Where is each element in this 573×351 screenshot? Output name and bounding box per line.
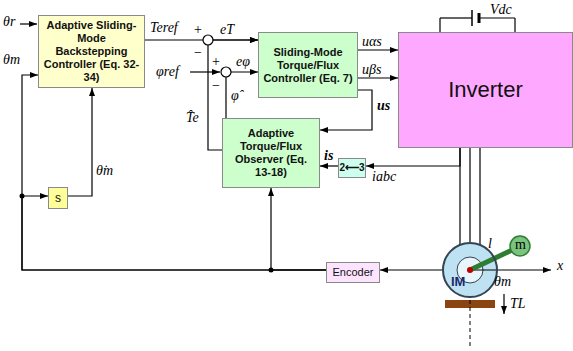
node-text: IM (451, 274, 465, 289)
summing-junction (221, 67, 231, 77)
node-text: Adaptive Torque/Flux Observer (Eq. 13-18… (226, 127, 316, 179)
signal-label: φref (156, 64, 179, 80)
sign-label: − (194, 45, 202, 61)
signal-label: θm (494, 274, 511, 290)
dc-wire (514, 18, 515, 32)
dc-wire (439, 18, 440, 32)
node-text: Inverter (448, 77, 523, 103)
signal-connector (366, 148, 460, 166)
node-text: 2⟵3 (339, 162, 364, 174)
signal-label: Teref (150, 20, 178, 36)
signal-label: is (324, 148, 333, 164)
derivative-box: s (48, 187, 68, 209)
motor-shaft (467, 267, 473, 273)
signal-label: l (488, 236, 492, 252)
battery-plate (478, 13, 481, 23)
dc-wire (440, 17, 472, 18)
signal-label: us (377, 98, 390, 114)
sign-label: + (212, 54, 220, 70)
transform-box: 2⟵3 (338, 158, 366, 178)
signal-connector (358, 49, 398, 50)
signal-connector (380, 269, 442, 270)
load-torque-arrow (503, 294, 504, 314)
battery-plate (471, 10, 473, 26)
controller-box: Sliding-Mode Torque/Flux Controller (Eq.… (258, 32, 358, 98)
signal-connector (22, 75, 326, 270)
signal-label: θ̇m (96, 163, 113, 179)
x-axis-arrow (470, 270, 551, 271)
sign-label: − (212, 78, 220, 94)
phase-wire (479, 148, 480, 244)
controller-box: Adaptive Sliding-Mode Backstepping Contr… (38, 15, 145, 88)
node-text: Sliding-Mode Torque/Flux Controller (Eq.… (262, 46, 354, 85)
pendulum-mass (510, 236, 530, 256)
signal-connector (226, 72, 258, 118)
signal-connector (320, 165, 338, 166)
observer-box: Adaptive Torque/Flux Observer (Eq. 13-18… (222, 118, 320, 188)
branch-dot (269, 268, 274, 273)
node-text: Adaptive Sliding-Mode Backstepping Contr… (42, 19, 141, 84)
signal-label: iabc (372, 169, 396, 185)
sign-label: + (194, 22, 202, 38)
signal-label: x (557, 258, 563, 274)
node-text: Encoder (333, 266, 374, 279)
signal-label: T̂e (186, 110, 199, 126)
input-arrow (190, 71, 220, 72)
signal-label: Vdc (490, 2, 512, 18)
signal-connector (469, 148, 470, 242)
signal-label: θr (3, 14, 15, 30)
signal-label: uαs (362, 34, 382, 50)
node-text: s (55, 191, 61, 205)
signal-connector (358, 77, 398, 78)
signal-label: φ̂ (231, 88, 239, 104)
signal-label: TL (510, 296, 526, 312)
signal-connector (68, 88, 92, 196)
summing-junction (203, 35, 213, 45)
signal-label: eT (220, 22, 234, 38)
branch-dot (20, 194, 25, 199)
pendulum-arm (470, 250, 512, 270)
sign-label: m (515, 237, 526, 253)
signal-connector (271, 188, 326, 270)
dc-wire (480, 17, 515, 18)
signal-label: θm (3, 52, 20, 68)
inverter-box: Inverter (398, 32, 573, 148)
encoder-box: Encoder (326, 262, 380, 283)
signal-label: uβs (362, 62, 381, 78)
vertical-reference (470, 300, 471, 346)
signal-label: eφ (236, 54, 250, 70)
input-arrow (20, 23, 37, 24)
